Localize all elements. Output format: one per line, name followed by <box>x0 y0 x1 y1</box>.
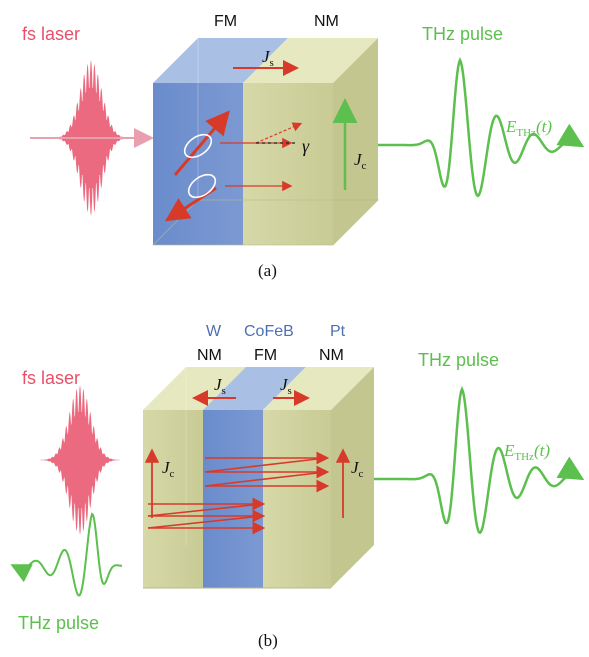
panel-a-nm-label: NM <box>314 13 339 30</box>
panel-b-js-label-right: Js <box>280 375 292 397</box>
panel-a: fs laser FM NM Js <box>22 13 585 280</box>
panel-b-material-w: W <box>206 323 222 340</box>
panel-b-field-label: ETHz(t) <box>503 441 550 463</box>
panel-a-jc-label: Jc <box>354 150 367 172</box>
panel-b-material-cofeb: CoFeB <box>244 323 294 340</box>
panel-b-layer-nm-right: NM <box>319 347 344 364</box>
panel-b-pt-layer <box>263 410 331 588</box>
panel-a-thz-waveform <box>378 57 585 198</box>
panel-b-layer-nm-left: NM <box>197 347 222 364</box>
panel-b: fs laser THz pulse W CoFeB Pt NM FM NM J… <box>10 323 585 650</box>
panel-a-laser-label: fs laser <box>22 24 80 44</box>
panel-b-w-layer <box>143 410 203 588</box>
panel-b-caption: (b) <box>258 631 278 650</box>
panel-a-nm-layer <box>243 83 333 245</box>
panel-b-js-label-left: Js <box>214 375 226 397</box>
panel-a-fm-label: FM <box>214 13 237 30</box>
panel-a-thz-label: THz pulse <box>422 24 503 44</box>
panel-a-gamma-label: γ <box>302 136 310 156</box>
panel-b-jc-label-left: Jc <box>162 458 175 480</box>
panel-a-spin-magnetization <box>164 110 303 222</box>
panel-b-material-pt: Pt <box>330 323 346 340</box>
panel-b-backward-thz-waveform <box>10 512 123 597</box>
panel-b-thz-backward-label: THz pulse <box>18 613 99 633</box>
panel-b-laser-label: fs laser <box>22 368 80 388</box>
panel-b-charge-reflections <box>147 451 330 535</box>
panel-b-laser-pulse <box>40 385 120 535</box>
panel-b-cofeb-layer <box>203 410 263 588</box>
panel-a-field-label: ETHz(t) <box>505 117 552 139</box>
panel-a-caption: (a) <box>258 261 277 280</box>
panel-a-js-label: Js <box>262 47 274 69</box>
panel-b-thz-forward-label: THz pulse <box>418 350 499 370</box>
panel-b-jc-label-right: Jc <box>351 458 364 480</box>
panel-b-layer-fm: FM <box>254 347 277 364</box>
panel-a-laser-pulse <box>30 60 154 216</box>
panel-b-cube <box>143 367 374 589</box>
panel-b-thz-waveform <box>374 385 585 535</box>
